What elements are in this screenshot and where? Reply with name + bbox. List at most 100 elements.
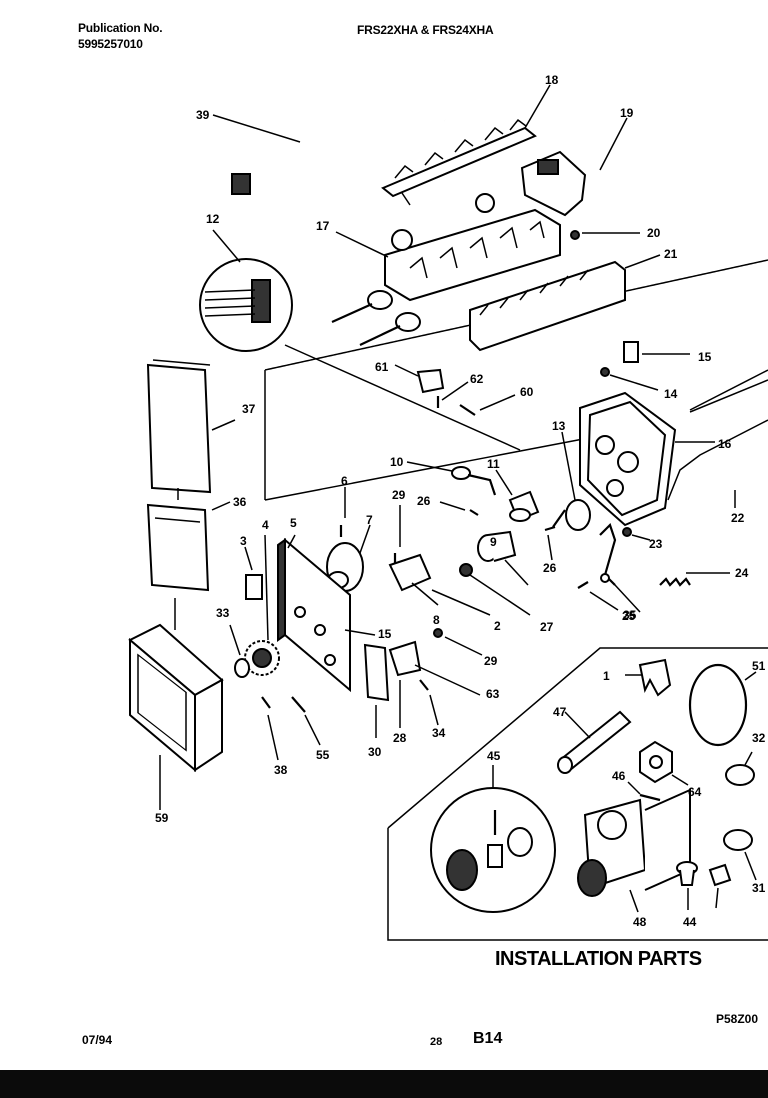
- tubing-coil-1: [688, 663, 757, 747]
- part-label-64: 64: [688, 785, 702, 799]
- part-label-51: 51: [752, 659, 766, 673]
- fill-tube-part: [212, 114, 446, 195]
- part-label-12: 12: [206, 212, 220, 226]
- part-label-9: 9: [490, 535, 497, 549]
- installation-parts-outline: [387, 647, 768, 941]
- instruction-sheet-36: [146, 488, 231, 592]
- part-label-26: 26: [543, 561, 557, 575]
- part-label-29: 29: [484, 654, 498, 668]
- label-3: [244, 546, 263, 600]
- part-label-26: 26: [417, 494, 431, 508]
- part-label-5: 5: [290, 516, 297, 530]
- water-valve-55: [577, 788, 691, 913]
- part-label-20: 20: [647, 226, 661, 240]
- part-label-39: 39: [196, 108, 210, 122]
- ejector-part: [381, 84, 551, 206]
- screw-23: [622, 527, 651, 541]
- part-label-21: 21: [664, 247, 678, 261]
- part-label-63: 63: [486, 687, 500, 701]
- part-label-7: 7: [366, 513, 373, 527]
- part-label-17: 17: [316, 219, 330, 233]
- scan-border-band: [0, 1070, 768, 1098]
- footer-section-code: B14: [473, 1030, 503, 1047]
- figure-code: P58Z00: [716, 1012, 759, 1026]
- part-label-22: 22: [731, 511, 745, 525]
- part-label-4: 4: [262, 518, 269, 532]
- switch-bracket-32: [363, 643, 390, 738]
- screw-26-b: [544, 525, 556, 561]
- heater-terminals: [331, 290, 421, 346]
- part-label-44: 44: [683, 915, 697, 929]
- footer-page-number: 28: [430, 1036, 443, 1048]
- publication-label: Publication No.: [78, 21, 163, 35]
- screw-34: [291, 696, 321, 746]
- screw-60: [459, 394, 516, 416]
- part-label-46: 46: [612, 769, 626, 783]
- instruction-sheet-37: [146, 359, 236, 494]
- switch-31: [388, 640, 481, 728]
- model-numbers: FRS22XHA & FRS24XHA: [357, 23, 494, 37]
- mold-part: [335, 193, 561, 302]
- part-label-24: 24: [735, 566, 749, 580]
- part-label-10: 10: [390, 455, 404, 469]
- part-label-47: 47: [553, 705, 567, 719]
- valve-detail-47: [430, 765, 556, 913]
- part-label-15: 15: [378, 627, 392, 641]
- part-label-15: 15: [698, 350, 712, 364]
- tube-51: [557, 710, 632, 774]
- screw-29-a: [393, 505, 401, 565]
- part-label-28: 28: [393, 731, 407, 745]
- screw-25: [577, 581, 619, 611]
- part-label-11: 11: [487, 457, 500, 471]
- part-label-23: 23: [649, 537, 663, 551]
- screw-27: [431, 563, 531, 616]
- switch-8: [388, 553, 439, 606]
- leader-4: [264, 534, 269, 641]
- part-label-60: 60: [520, 385, 534, 399]
- part-label-34: 34: [432, 726, 446, 740]
- clamp-64: [725, 751, 755, 786]
- clamp-44: [723, 829, 757, 881]
- part-label-59: 59: [155, 811, 169, 825]
- drive-gear-35: [229, 624, 280, 678]
- screw-29-b: [433, 628, 483, 656]
- part-label-16: 16: [718, 437, 732, 451]
- part-label-37: 37: [242, 402, 256, 416]
- screw-20: [570, 230, 640, 240]
- part-label-62: 62: [470, 372, 484, 386]
- part-label-14: 14: [664, 387, 678, 401]
- clamp-63: [625, 658, 672, 697]
- carton-38: [128, 598, 224, 810]
- screw-14: [600, 367, 659, 391]
- nut-46: [639, 740, 689, 786]
- screw-45: [627, 781, 661, 802]
- wiring-harness-detail: [199, 229, 521, 451]
- fitting-59: [676, 861, 698, 910]
- thermostat-10: [406, 461, 497, 496]
- publication-number: 5995257010: [78, 37, 143, 51]
- spring-2: [659, 572, 730, 587]
- part-label-19: 19: [620, 106, 634, 120]
- part-label-35: 35: [623, 608, 637, 622]
- stripper-part: [469, 254, 661, 352]
- part-label-13: 13: [552, 419, 566, 433]
- screw-30: [419, 679, 439, 726]
- part-label-55: 55: [316, 748, 330, 762]
- part-label-48: 48: [633, 915, 647, 929]
- fill-tube-clip: [231, 173, 251, 195]
- part-label-6: 6: [341, 474, 348, 488]
- screw-26-a: [439, 501, 479, 516]
- clip-48: [708, 863, 732, 909]
- part-label-8: 8: [433, 613, 440, 627]
- part-label-33: 33: [216, 606, 230, 620]
- arm-24: [599, 522, 641, 613]
- part-label-29: 29: [392, 488, 406, 502]
- footer-date: 07/94: [82, 1033, 113, 1047]
- part-label-61: 61: [375, 360, 389, 374]
- switch-15-top: [623, 341, 690, 363]
- installation-parts-title: INSTALLATION PARTS: [495, 948, 702, 970]
- part-label-30: 30: [368, 745, 382, 759]
